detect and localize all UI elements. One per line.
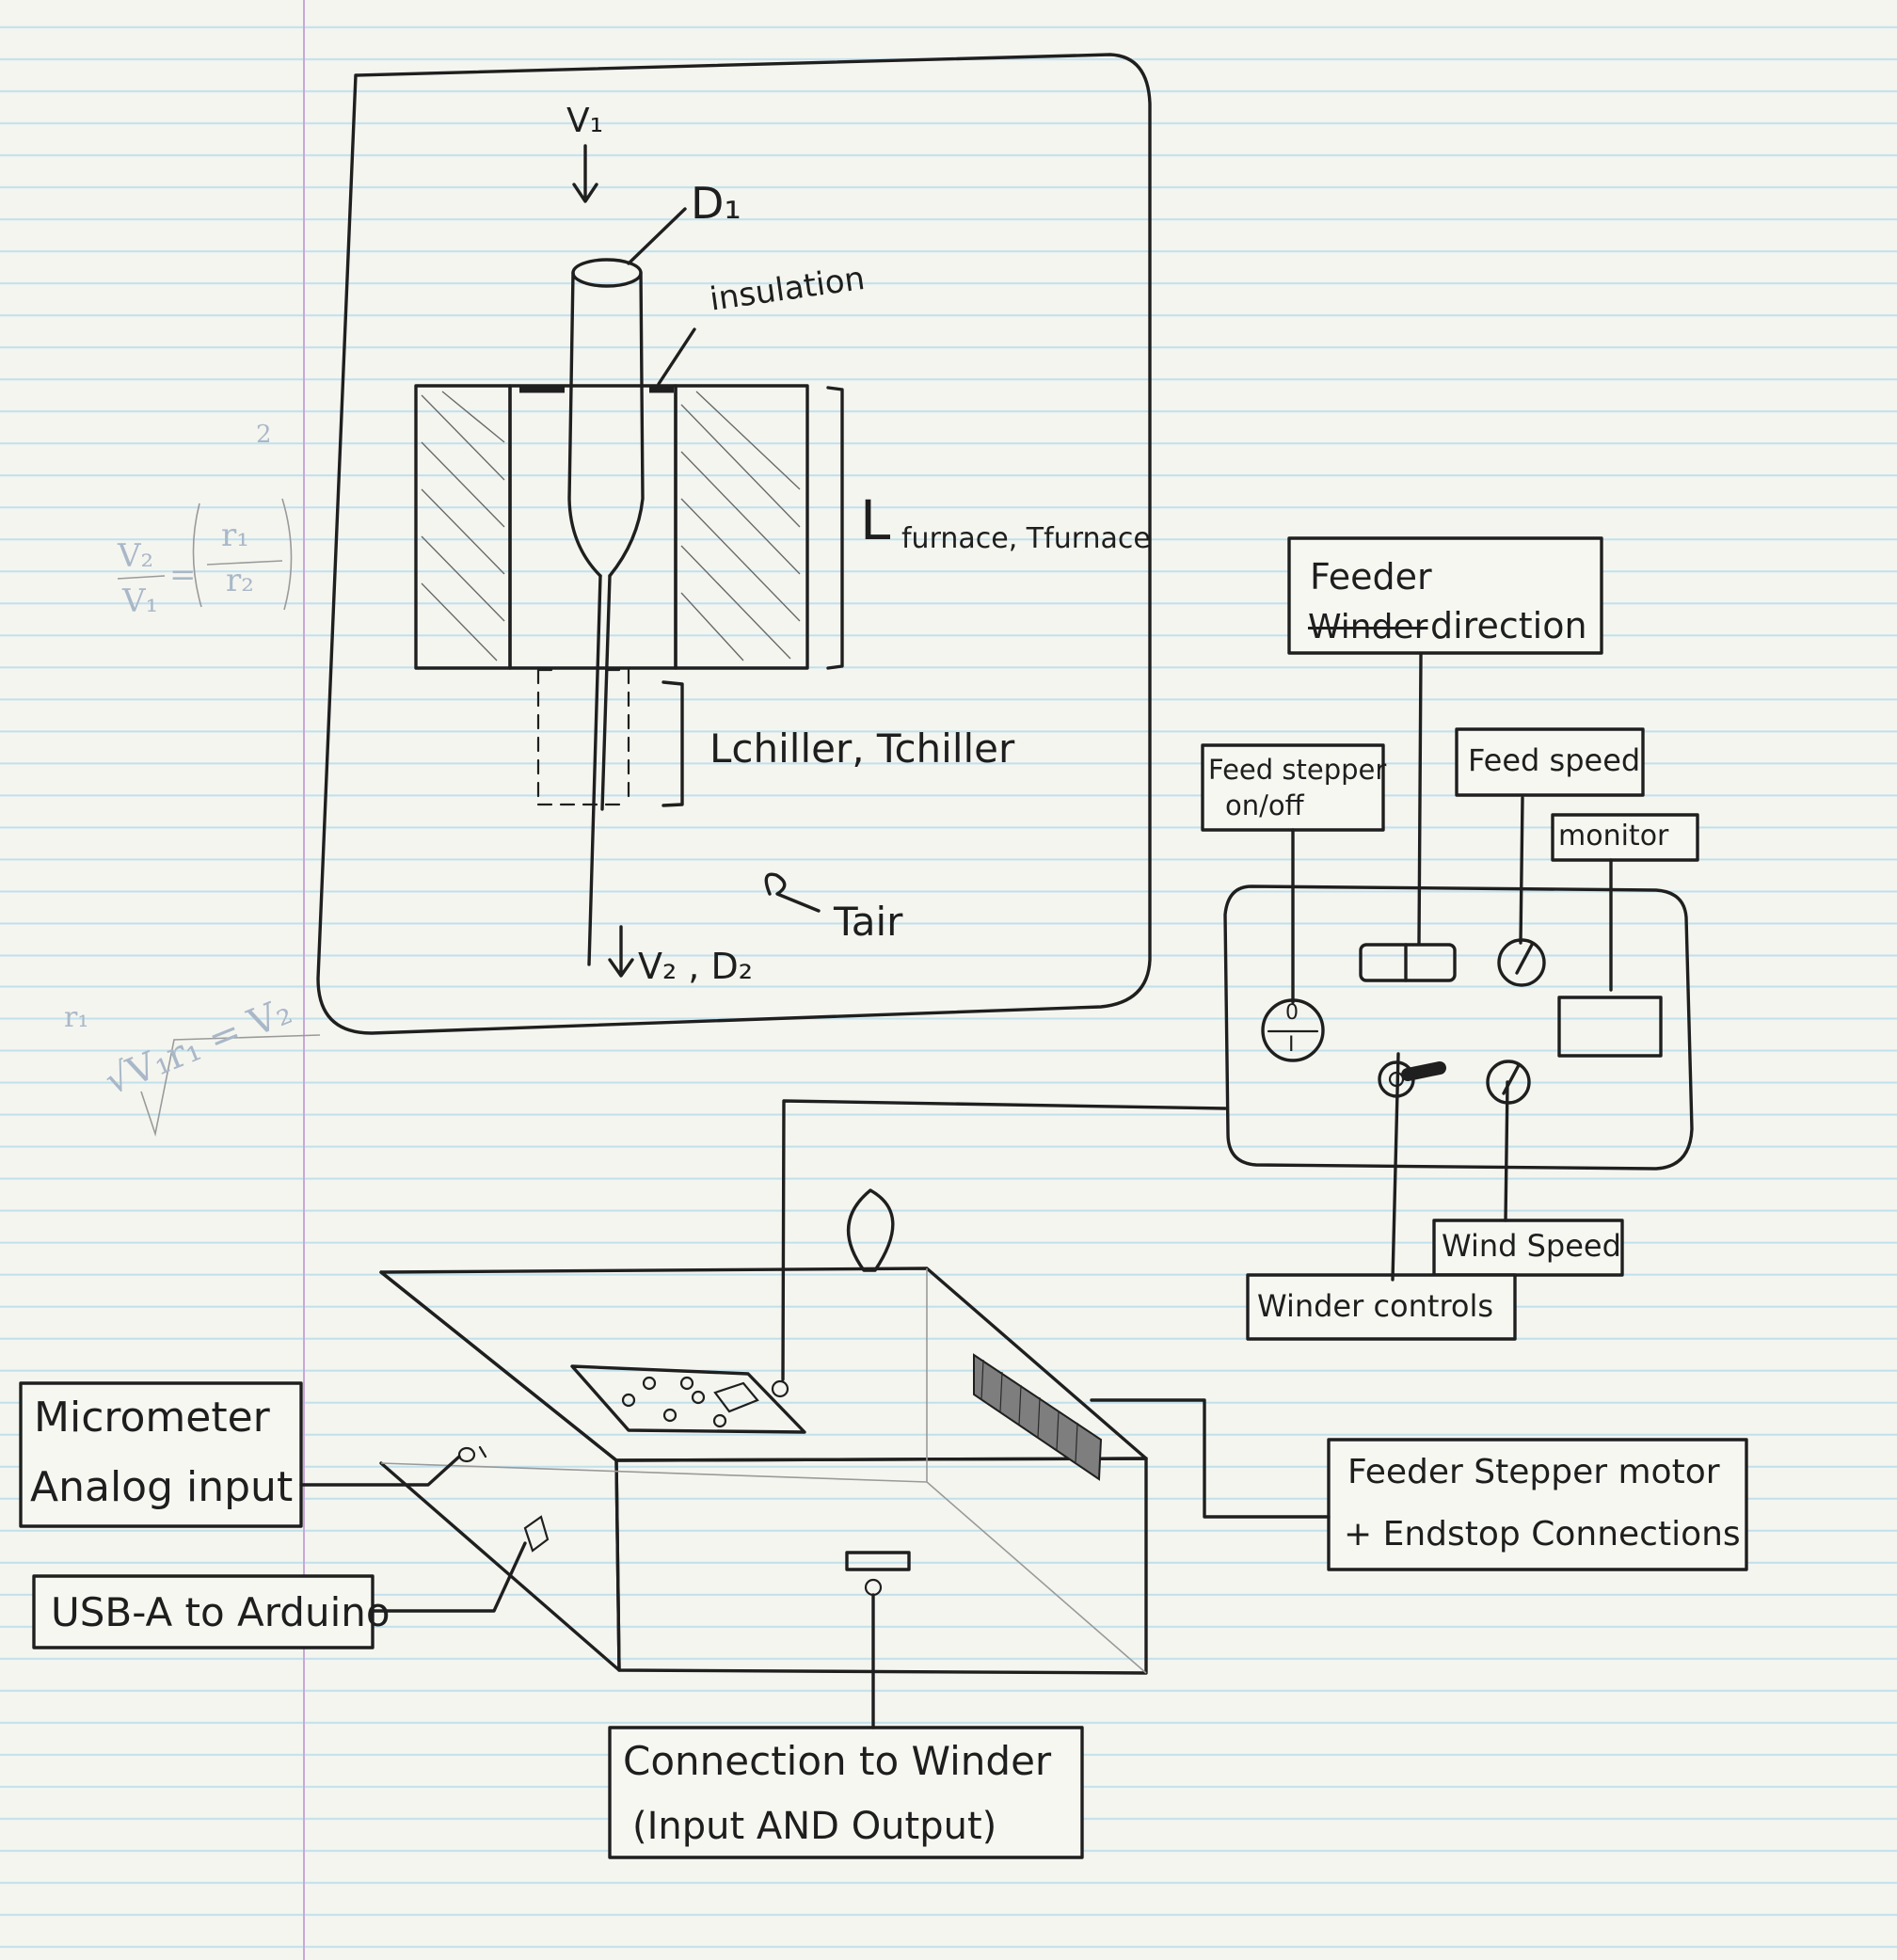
micrometer-port — [457, 1445, 487, 1463]
vent-lines — [980, 1359, 1078, 1464]
equation-rhs-den: r₂ — [226, 562, 254, 599]
direction-switch — [1359, 943, 1457, 982]
margin-line — [303, 0, 305, 1960]
feed-stepper-line1: Feed stepper — [1208, 754, 1387, 786]
micrometer-line2: Analog input — [30, 1463, 294, 1511]
wind-speed-label: Wind Speed — [1442, 1228, 1621, 1264]
wind-speed-knob — [1486, 1060, 1531, 1105]
pcb-board — [570, 1364, 806, 1434]
furnace-left-hatch — [421, 390, 505, 661]
feed-speed-box — [1455, 727, 1645, 797]
d1-leader — [627, 207, 687, 265]
micrometer-line1: Micrometer — [34, 1394, 270, 1442]
lid-handle — [846, 1188, 895, 1272]
fiber-line — [587, 574, 612, 966]
chiller-label: Lchiller, Tchiller — [709, 725, 1015, 772]
feeder-direction-box — [1287, 536, 1603, 655]
usb-label: USB-A to Arduino — [51, 1589, 391, 1635]
chiller-bracket — [662, 680, 684, 807]
output-label: V₂ , D₂ — [638, 946, 753, 987]
feeder-direction-struck: Winder — [1308, 608, 1428, 646]
chiller-dashed — [536, 668, 630, 806]
feed-stepper-switch — [1261, 998, 1325, 1062]
furnace-right-block — [674, 384, 809, 670]
winder-connector-port — [864, 1578, 883, 1597]
micrometer-box — [19, 1381, 303, 1528]
feed-speed-label: Feed speed — [1468, 742, 1641, 778]
equation-exponent: 2 — [256, 421, 272, 449]
wind-speed-box — [1432, 1219, 1624, 1277]
enclosure-hidden-edges — [380, 1268, 1147, 1674]
preform-body — [567, 271, 645, 578]
d1-label: D₁ — [691, 178, 741, 229]
preform-top — [571, 258, 643, 288]
winder-controls-label: Winder controls — [1257, 1288, 1494, 1324]
furnace-right-hatch — [680, 390, 801, 661]
furnace-sub-label: furnace, Tfurnace — [901, 522, 1151, 555]
equation-lhs-num: V₂ — [118, 537, 154, 575]
winder-toggle-lever — [1401, 1061, 1446, 1081]
enclosure-leaders — [299, 1398, 1331, 1729]
v1-arrow — [572, 144, 598, 203]
panel-cable — [781, 1099, 1227, 1381]
tair-label: Tair — [834, 899, 903, 945]
v1-label: V₁ — [566, 102, 604, 140]
winder-controls-box — [1246, 1273, 1517, 1341]
winder-connector — [845, 1551, 911, 1571]
switch-off-mark: I — [1288, 1033, 1295, 1057]
feeder-stepper-line2: + Endstop Connections — [1344, 1515, 1741, 1554]
usb-port — [523, 1515, 550, 1553]
monitor-screen — [1557, 996, 1663, 1058]
feed-speed-knob — [1497, 938, 1546, 987]
control-panel-box — [1223, 884, 1694, 1171]
enclosure-left-face — [379, 1270, 621, 1672]
insulation-leader — [657, 327, 696, 386]
feeder-direction-line1: Feeder — [1310, 556, 1432, 598]
furnace-bracket — [826, 386, 844, 670]
margin-equation-marks — [117, 498, 321, 1138]
feeder-stepper-box — [1327, 1438, 1748, 1571]
connection-winder-line1: Connection to Winder — [623, 1738, 1052, 1784]
furnace-label: L — [860, 488, 891, 552]
connection-winder-line2: (Input AND Output) — [632, 1805, 997, 1848]
monitor-label: monitor — [1558, 820, 1669, 853]
furnace-bore — [508, 384, 678, 670]
control-leaders — [1291, 653, 1613, 1282]
monitor-box — [1551, 813, 1699, 862]
connection-winder-box — [608, 1726, 1084, 1859]
panel-cable-port — [771, 1379, 789, 1398]
equation-equals: = — [169, 556, 197, 594]
equation-rhs-num: r₁ — [221, 517, 249, 554]
v2-arrow — [608, 925, 634, 978]
top-frame — [316, 53, 1152, 1035]
switch-on-mark: 0 — [1285, 1001, 1299, 1025]
enclosure-front-face — [614, 1457, 1148, 1675]
pcb-components — [621, 1376, 759, 1428]
feed-stepper-line2: on/off — [1225, 789, 1304, 821]
margin-r1-note: r₁ — [64, 1001, 89, 1034]
tair-mark — [764, 872, 821, 913]
feeder-stepper-line1: Feeder Stepper motor — [1347, 1453, 1720, 1491]
feeder-direction-line2: direction — [1430, 605, 1587, 646]
equation-lhs-den: V₁ — [122, 582, 159, 620]
